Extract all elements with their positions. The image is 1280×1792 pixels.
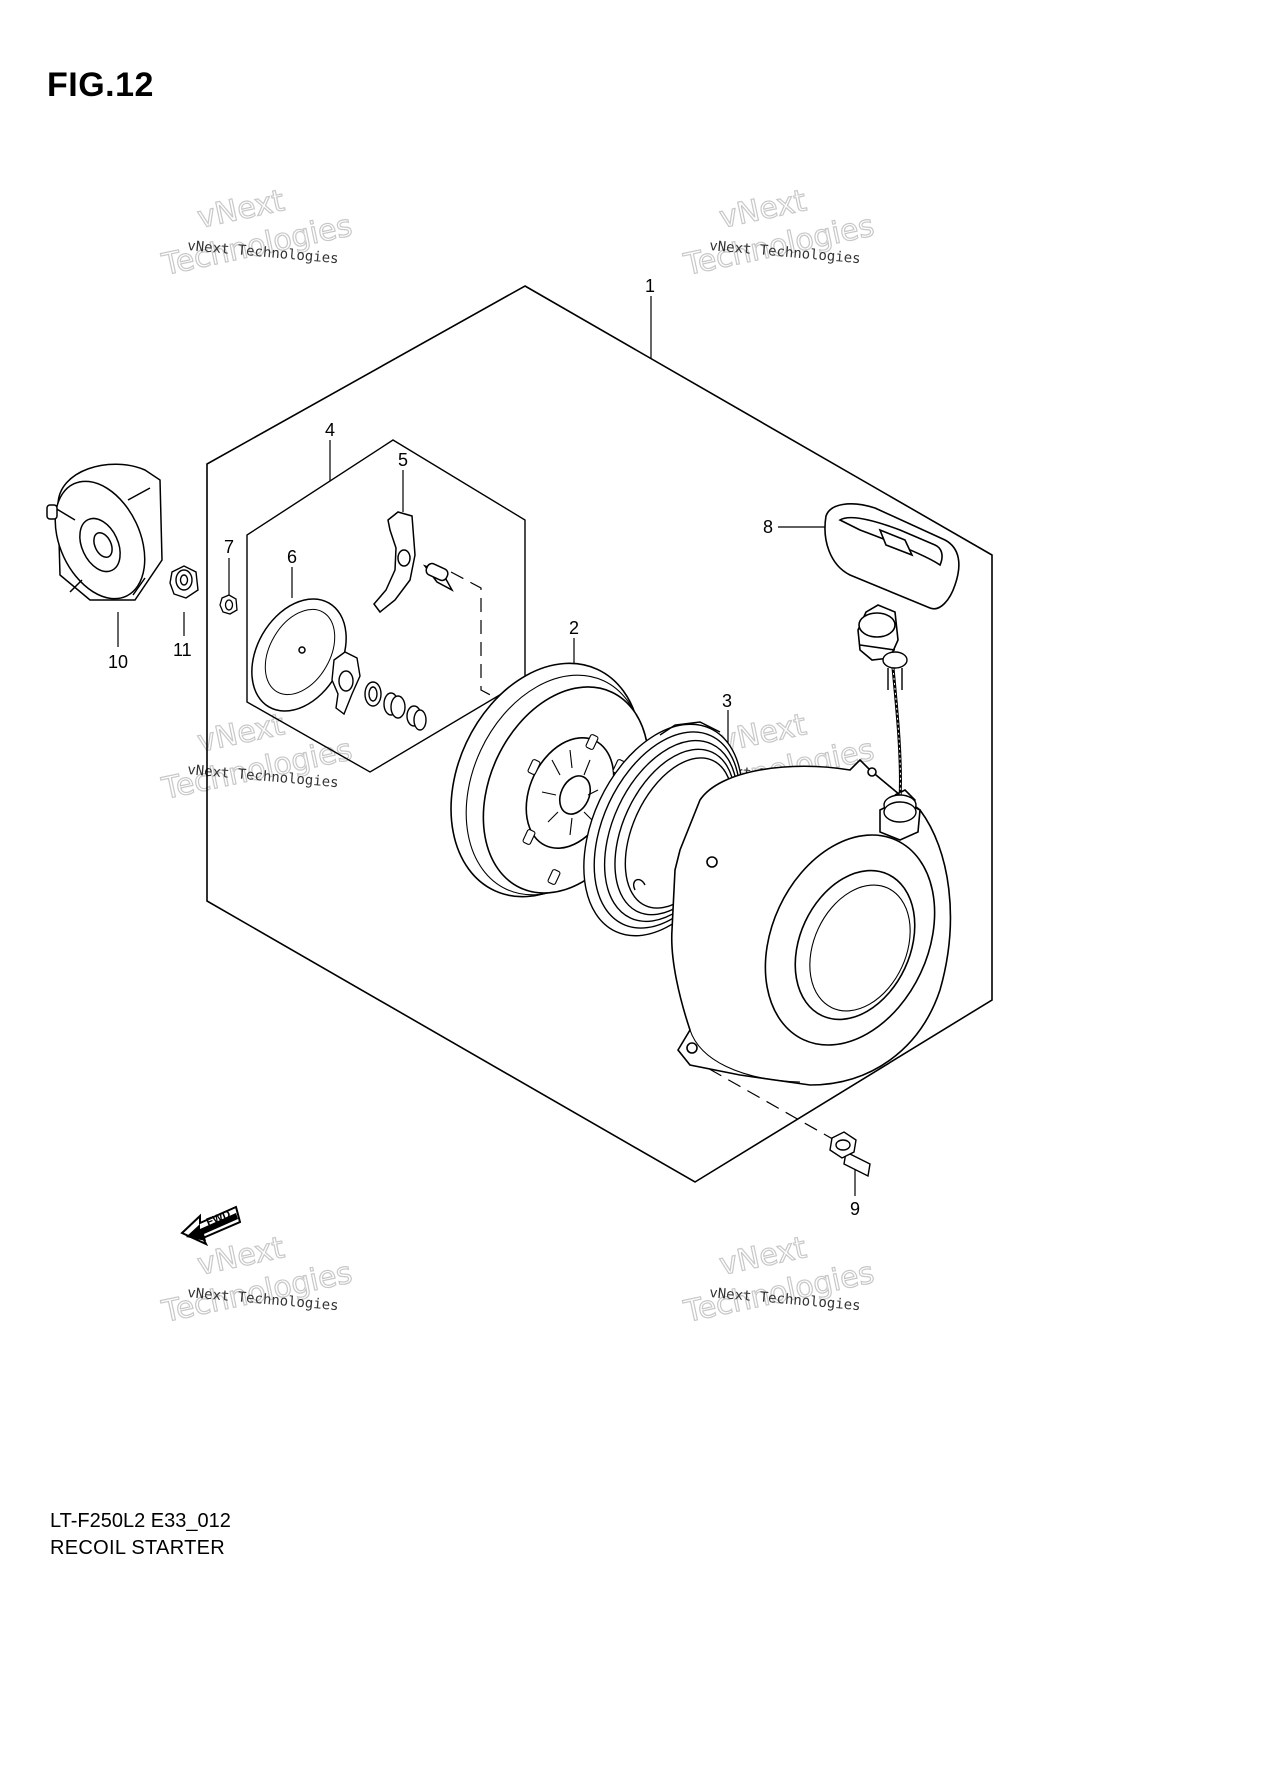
callout-8: 8	[763, 517, 773, 537]
callout-1: 1	[645, 276, 655, 296]
part-8-starter-grip	[824, 503, 960, 661]
watermark-bottom-right: vNext Technologies vNext Technologies	[680, 1230, 878, 1331]
callout-9: 9	[850, 1199, 860, 1219]
subassembly-outline-hexagon	[246, 439, 526, 773]
rope-guide-spring	[882, 651, 917, 823]
part-5-ratchet-pawl	[373, 511, 454, 614]
watermark-top-left: vNext Technologies vNext Technologies	[158, 183, 356, 284]
watermark-mid-left: vNext Technologies vNext Technologies	[158, 707, 356, 808]
part-1-starter-case	[670, 758, 952, 1086]
part-11-nut	[169, 565, 199, 599]
watermark-top-right: vNext Technologies vNext Technologies	[680, 183, 878, 284]
model-code: LT-F250L2 E33_012	[50, 1510, 231, 1532]
callout-7: 7	[224, 537, 234, 557]
callout-2: 2	[569, 618, 579, 638]
assembly-outline-hexagon	[206, 285, 993, 1183]
diagram-name: RECOIL STARTER	[50, 1537, 225, 1559]
figure-title: FIG.12	[47, 66, 154, 104]
alignment-dashed-lines	[450, 571, 846, 1147]
starter-rope	[891, 667, 902, 801]
part-9-bolt	[829, 1131, 871, 1178]
callout-5: 5	[398, 450, 408, 470]
forward-direction-arrow: FWD	[180, 1205, 242, 1247]
watermark-bottom-left: vNext Technologies vNext Technologies	[158, 1230, 356, 1331]
callout-3: 3	[722, 691, 732, 711]
part-7-small-nut	[219, 594, 238, 615]
part-4-guide-components	[331, 651, 427, 731]
part-10-drive-cup	[46, 463, 163, 601]
starter-rope-texture	[892, 667, 901, 801]
callout-numbers: 1 2 3 4 5 6 7 8 9 10 11	[108, 276, 860, 1219]
callout-6: 6	[287, 547, 297, 567]
callout-10: 10	[108, 652, 128, 672]
callout-11: 11	[173, 640, 192, 660]
callout-4: 4	[325, 420, 335, 440]
